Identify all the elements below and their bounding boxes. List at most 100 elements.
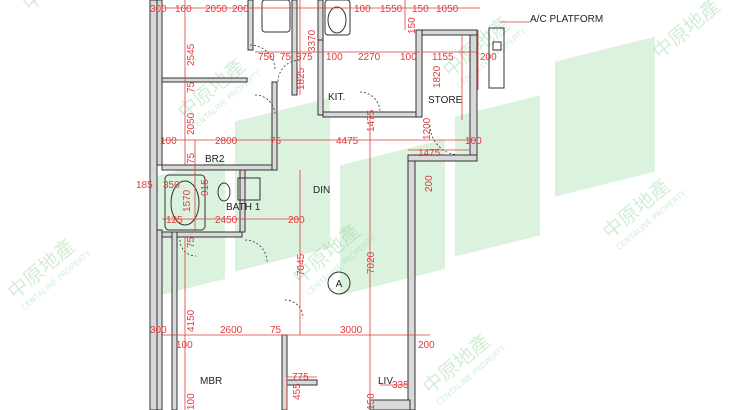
wall-br-top <box>161 77 248 83</box>
door-swing <box>429 124 461 156</box>
dim-label: 1550 <box>380 4 403 15</box>
wall-top-a <box>247 0 254 51</box>
dim-label: 4150 <box>186 309 197 332</box>
dim-label: 2450 <box>215 215 238 226</box>
wall-bath-right <box>239 169 246 233</box>
dim-label: 75 <box>280 52 292 63</box>
dim-label: 150 <box>412 4 429 15</box>
dim-label: 2050 <box>186 112 197 135</box>
dim-label: 100 <box>175 4 192 15</box>
door-swing <box>284 299 304 319</box>
wall-store-top <box>421 29 478 36</box>
unit-marker-label: A <box>336 279 343 290</box>
dim-label: 75 <box>186 81 197 93</box>
dim-label: 100 <box>465 136 482 147</box>
basin-oval <box>327 6 347 34</box>
dim-label: 1200 <box>422 117 433 140</box>
dim-label: 75 <box>270 136 282 147</box>
wall-liv-bottom <box>369 399 411 410</box>
bathtub-top-right <box>324 0 351 36</box>
watermark-block <box>235 97 330 272</box>
dim-label: 2545 <box>186 43 197 66</box>
ac-unit <box>492 41 502 51</box>
dim-label: 100 <box>400 52 417 63</box>
wall-mbr-right <box>281 334 288 410</box>
dim-label: 7045 <box>296 253 307 276</box>
dim-label: 750 <box>258 52 275 63</box>
fixtures <box>164 0 505 231</box>
room-labels: KIT. STORE BR2 DIN BATH 1 MBR LIV A/C PL… <box>200 14 603 387</box>
dim-label: 455 <box>292 383 303 400</box>
toilet <box>217 182 231 202</box>
dim-label: 2050 <box>205 4 228 15</box>
dim-label: 150 <box>407 17 418 34</box>
ac-platform-box <box>488 27 505 89</box>
unit-marker-circle <box>327 271 351 295</box>
dim-label: 150 <box>366 393 377 410</box>
watermark-block <box>150 158 225 298</box>
wall-br2-right <box>271 81 278 171</box>
wall-right-outer <box>407 160 416 410</box>
watermark-logo-text: 中原地產 <box>648 0 725 64</box>
dim-label: 200 <box>424 175 435 192</box>
dim-label: 125 <box>166 215 183 226</box>
wall-top-b <box>291 0 298 96</box>
room-label-bath1: BATH 1 <box>226 202 261 213</box>
wall-br2-bottom <box>161 164 273 171</box>
dimension-labels: 300 100 2050 200 100 1550 150 1050 2545 … <box>136 4 497 410</box>
dim-label: 100 <box>354 4 371 15</box>
dim-label: 3370 <box>307 29 318 52</box>
dim-label: 100 <box>326 52 343 63</box>
dim-label: 2270 <box>358 52 381 63</box>
watermark-logo-text: 中原地產 <box>18 0 95 16</box>
door-swing <box>254 94 276 116</box>
bathtub <box>164 174 206 231</box>
wall-left-inner <box>156 229 163 410</box>
dim-label: 75 <box>186 236 197 248</box>
dim-label: 4475 <box>336 136 359 147</box>
dim-label: 915 <box>200 179 211 196</box>
watermark-block <box>340 139 445 296</box>
dim-label: 75 <box>270 325 282 336</box>
watermark-block <box>455 95 540 257</box>
room-label-store: STORE <box>428 95 463 106</box>
wall-kit-left <box>317 39 324 116</box>
wall-kit-right <box>415 29 423 118</box>
door-swing <box>277 59 301 83</box>
room-label-br2: BR2 <box>205 154 225 165</box>
room-label-liv: LIV <box>378 376 393 387</box>
dim-label: 875 <box>296 52 313 63</box>
dim-label: 2800 <box>215 136 238 147</box>
dim-label: 1820 <box>432 65 443 88</box>
wall-mbr-left <box>171 231 178 410</box>
dim-label: 1475 <box>418 148 441 159</box>
dim-label: 185 <box>136 180 153 191</box>
dim-label: 335 <box>392 380 409 391</box>
dim-label: 1825 <box>296 67 307 90</box>
dim-label: 775 <box>292 372 309 383</box>
dim-label: 350 <box>163 180 180 191</box>
dim-label: 1050 <box>436 4 459 15</box>
dim-label: 100 <box>160 136 177 147</box>
dim-label: 7020 <box>366 251 377 274</box>
wall-bath-bottom <box>161 231 243 238</box>
dim-label: 1570 <box>182 189 193 212</box>
dim-label: 100 <box>186 393 197 410</box>
wall-step <box>407 154 478 162</box>
bathtub-top <box>261 0 291 33</box>
wall-top-c <box>317 0 324 41</box>
wall-left-outer <box>149 0 158 410</box>
dim-label: 1155 <box>432 52 454 63</box>
watermark-block <box>555 36 655 197</box>
door-swing <box>244 239 268 263</box>
dim-label: 100 <box>176 340 193 351</box>
dim-label: 300 <box>150 325 167 336</box>
room-label-mbr: MBR <box>200 376 222 387</box>
dim-label: 200 <box>232 4 249 15</box>
dim-label: 200 <box>418 340 435 351</box>
dimension-lines <box>162 0 530 410</box>
walls <box>149 0 478 410</box>
bathtub-basin <box>170 180 200 226</box>
dim-label: 3000 <box>340 325 363 336</box>
